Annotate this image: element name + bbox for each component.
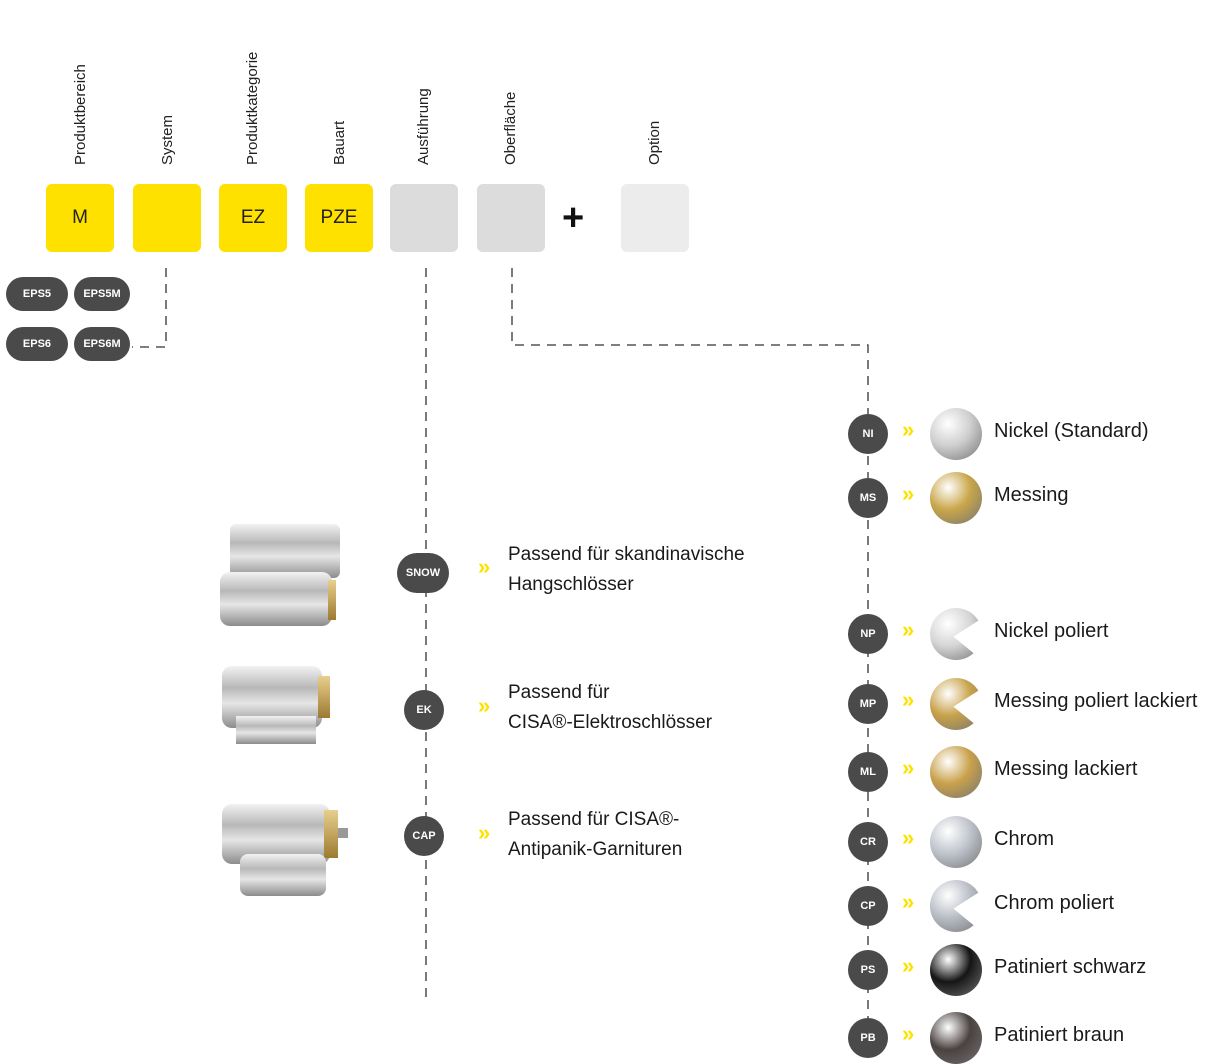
surface-code-mp: MP <box>848 684 888 724</box>
surface-swatch-ps <box>930 944 982 996</box>
cylinder-ek-image <box>222 666 330 744</box>
desc-ek-line1: Passend für <box>508 682 610 703</box>
plus-symbol: + <box>562 197 585 239</box>
system-option-eps6m: EPS6M <box>74 327 130 361</box>
desc-cap-line1: Passend für CISA®- <box>508 809 680 830</box>
desc-snow-line1: Passend für skandinavische <box>508 544 745 565</box>
surface-code-cr: CR <box>848 822 888 862</box>
code-badge-cap: CAP <box>404 816 444 856</box>
surface-label-ni: Nickel (Standard) <box>994 420 1149 442</box>
surface-code-ml: ML <box>848 752 888 792</box>
desc-cap-line2: Antipanik-Garnituren <box>508 839 683 860</box>
cylinder-illustrations <box>220 524 348 896</box>
cylinder-snow-image <box>220 524 340 626</box>
surface-label-ps: Patiniert schwarz <box>994 956 1147 978</box>
chevron-icon: » <box>902 889 914 914</box>
chevron-icon: » <box>902 481 914 506</box>
surface-code-ni: NI <box>848 414 888 454</box>
surface-swatch-ms <box>930 472 982 524</box>
surface-label-cp: Chrom poliert <box>994 892 1115 914</box>
system-connector <box>132 268 167 348</box>
desc-ek-line2: CISA®-Elektroschlösser <box>508 712 713 733</box>
chevron-icon: » <box>478 820 490 845</box>
box-ausfuehrung <box>390 184 458 252</box>
surface-label-mp: Messing poliert lackiert <box>994 690 1198 712</box>
chevron-icon: » <box>902 417 914 442</box>
oberflaeche-connector <box>511 268 869 1040</box>
system-option-eps6: EPS6 <box>6 327 68 361</box>
surface-code-np: NP <box>848 614 888 654</box>
cylinder-cap-image <box>222 804 348 896</box>
box-produktbereich: M <box>46 184 114 252</box>
desc-snow-line2: Hangschlösser <box>508 574 634 595</box>
surface-label-np: Nickel poliert <box>994 620 1109 642</box>
surface-label-ml: Messing lackiert <box>994 758 1138 780</box>
chevron-icon: » <box>902 1021 914 1046</box>
box-option <box>621 184 689 252</box>
system-option-eps5: EPS5 <box>6 277 68 311</box>
box-produktkategorie: EZ <box>219 184 287 252</box>
desc-cap: Passend für CISA®- Antipanik-Garnituren <box>508 805 682 865</box>
desc-snow: Passend für skandinavische Hangschlösser <box>508 540 745 600</box>
chevron-icon: » <box>478 554 490 579</box>
chevron-icon: » <box>902 953 914 978</box>
box-oberflaeche <box>477 184 545 252</box>
chevron-icon: » <box>478 693 490 718</box>
chevron-icon: » <box>902 825 914 850</box>
surface-label-ms: Messing <box>994 484 1069 506</box>
chevron-icon: » <box>902 617 914 642</box>
surface-code-cp: CP <box>848 886 888 926</box>
surface-swatch-ml <box>930 746 982 798</box>
desc-ek: Passend für CISA®-Elektroschlösser <box>508 678 712 738</box>
box-system <box>133 184 201 252</box>
chevron-icon: » <box>902 755 914 780</box>
surface-code-pb: PB <box>848 1018 888 1058</box>
surface-swatch-ni <box>930 408 982 460</box>
surface-code-ms: MS <box>848 478 888 518</box>
code-badge-ek: EK <box>404 690 444 730</box>
system-option-eps5m: EPS5M <box>74 277 130 311</box>
surface-swatch-cr <box>930 816 982 868</box>
surface-code-ps: PS <box>848 950 888 990</box>
surface-label-pb: Patiniert braun <box>994 1024 1125 1046</box>
chevron-icon: » <box>902 687 914 712</box>
surface-label-cr: Chrom <box>994 828 1055 850</box>
surface-swatch-pb <box>930 1012 982 1064</box>
code-badge-snow: SNOW <box>397 553 449 593</box>
box-bauart: PZE <box>305 184 373 252</box>
